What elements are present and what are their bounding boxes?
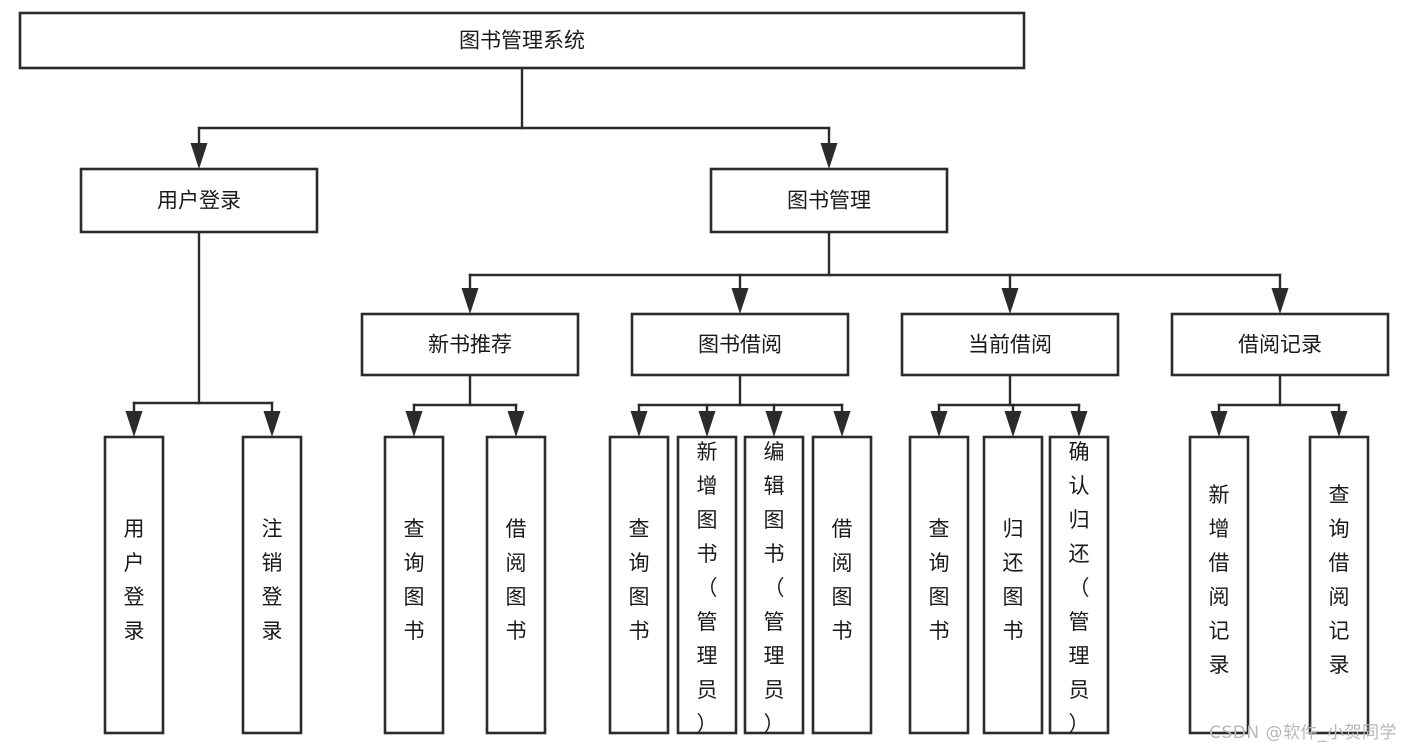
node-box-leaf1	[103, 435, 165, 735]
connector-group-bookmgmt	[461, 230, 1289, 314]
node-box-leaf11	[1048, 435, 1110, 735]
connector-group-newbook	[405, 373, 525, 437]
node-label-root: 图书管理系统	[459, 29, 585, 53]
node-label-leaf4: 借阅图书	[506, 517, 527, 643]
node-leaf8[interactable]: 借阅图书	[811, 435, 873, 735]
node-box-leaf4	[485, 435, 547, 735]
node-box-leaf9	[908, 435, 970, 735]
connector-edges-layer	[125, 66, 1348, 437]
node-label-leaf9: 查询图书	[929, 517, 950, 643]
node-box-leaf5	[608, 435, 670, 735]
node-label-leaf6: 新增图书（管理员）	[697, 440, 718, 736]
node-label-borrow: 图书借阅	[698, 333, 782, 357]
node-box-borrow	[630, 312, 850, 377]
node-box-leaf12	[1188, 435, 1250, 735]
diagram-nodes-layer: 图书管理系统用户登录图书管理新书推荐图书借阅当前借阅借阅记录用户登录注销登录查询…	[18, 11, 1390, 736]
node-label-current: 当前借阅	[968, 333, 1052, 357]
node-box-leaf2	[241, 435, 303, 735]
node-label-leaf11: 确认归还（管理员）	[1069, 440, 1090, 736]
node-leaf9[interactable]: 查询图书	[908, 435, 970, 735]
node-leaf6[interactable]: 新增图书（管理员）	[676, 435, 738, 736]
node-box-leaf7	[743, 435, 805, 735]
connector-group-root	[190, 66, 838, 169]
node-box-bookmgmt	[709, 167, 949, 234]
node-label-leaf1: 用户登录	[124, 517, 145, 643]
node-leaf10[interactable]: 归还图书	[982, 435, 1044, 735]
node-box-newbook	[360, 312, 580, 377]
node-leaf7[interactable]: 编辑图书（管理员）	[743, 435, 805, 736]
node-label-leaf7: 编辑图书（管理员）	[764, 440, 785, 736]
node-label-leaf5: 查询图书	[629, 517, 650, 643]
node-label-newbook: 新书推荐	[428, 333, 512, 357]
node-label-login: 用户登录	[157, 189, 241, 213]
node-root[interactable]: 图书管理系统	[18, 11, 1026, 70]
node-box-leaf6	[676, 435, 738, 735]
connector-group-login	[125, 230, 281, 437]
watermark-label: CSDN @软件_小贺同学	[1209, 723, 1397, 743]
connector-group-record	[1210, 373, 1348, 437]
node-label-leaf8: 借阅图书	[832, 517, 853, 643]
node-leaf4[interactable]: 借阅图书	[485, 435, 547, 735]
node-box-root	[18, 11, 1026, 70]
node-login[interactable]: 用户登录	[79, 167, 319, 234]
node-leaf1[interactable]: 用户登录	[103, 435, 165, 735]
node-leaf12[interactable]: 新增借阅记录	[1188, 435, 1250, 735]
node-record[interactable]: 借阅记录	[1170, 312, 1390, 377]
node-box-leaf8	[811, 435, 873, 735]
node-box-leaf3	[383, 435, 445, 735]
node-leaf13[interactable]: 查询借阅记录	[1308, 435, 1370, 735]
node-label-record: 借阅记录	[1238, 333, 1322, 357]
node-newbook[interactable]: 新书推荐	[360, 312, 580, 377]
node-borrow[interactable]: 图书借阅	[630, 312, 850, 377]
node-label-leaf2: 注销登录	[262, 517, 283, 643]
node-leaf5[interactable]: 查询图书	[608, 435, 670, 735]
node-box-login	[79, 167, 319, 234]
node-box-leaf10	[982, 435, 1044, 735]
node-label-leaf13: 查询借阅记录	[1329, 483, 1350, 677]
node-label-leaf10: 归还图书	[1003, 517, 1024, 643]
connector-group-current	[930, 373, 1088, 437]
node-box-leaf13	[1308, 435, 1370, 735]
node-current[interactable]: 当前借阅	[900, 312, 1120, 377]
node-box-record	[1170, 312, 1390, 377]
node-leaf3[interactable]: 查询图书	[383, 435, 445, 735]
node-leaf11[interactable]: 确认归还（管理员）	[1048, 435, 1110, 736]
node-box-current	[900, 312, 1120, 377]
connector-group-borrow	[630, 373, 851, 437]
node-label-leaf3: 查询图书	[404, 517, 425, 643]
node-label-bookmgmt: 图书管理	[787, 189, 871, 213]
node-bookmgmt[interactable]: 图书管理	[709, 167, 949, 234]
node-label-leaf12: 新增借阅记录	[1209, 483, 1230, 677]
node-leaf2[interactable]: 注销登录	[241, 435, 303, 735]
